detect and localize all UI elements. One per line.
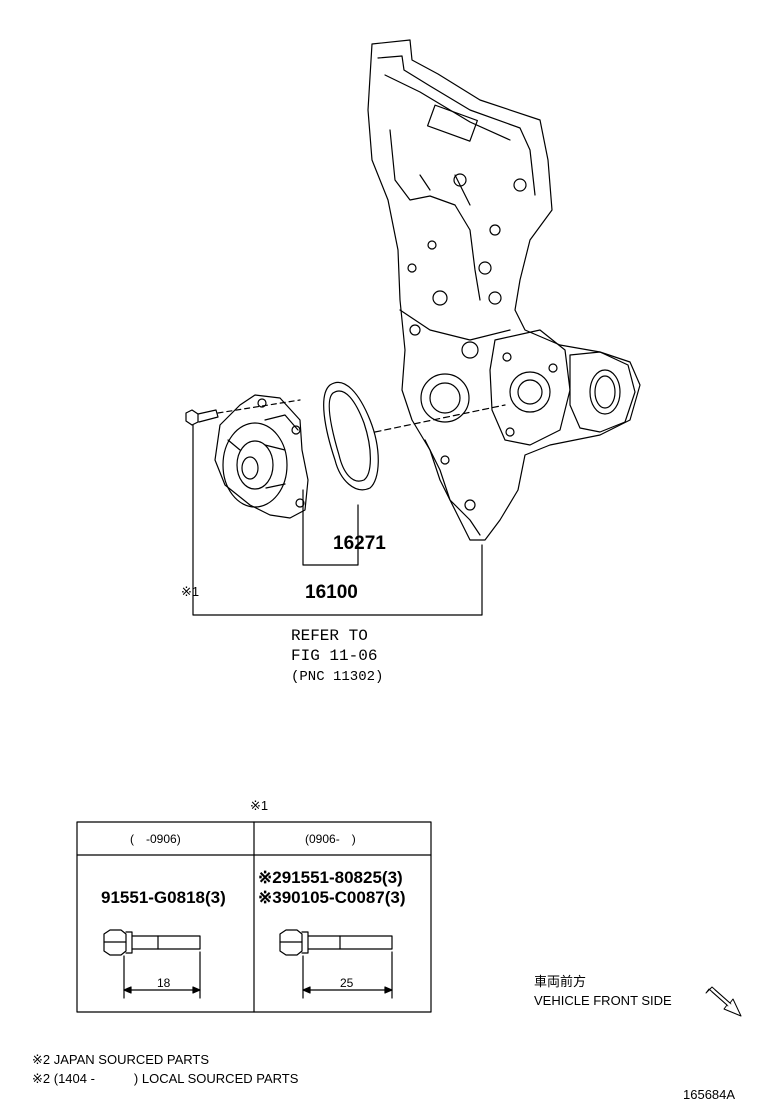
bolt-18mm-illustration — [103, 929, 201, 999]
direction-jp-label: 車両前方 — [534, 974, 586, 989]
refer-line-1: REFER TO — [291, 627, 368, 645]
note-japan-sourced: ※2 JAPAN SOURCED PARTS — [32, 1052, 209, 1067]
note-local-sourced: ※2 (1404 - ) LOCAL SOURCED PARTS — [32, 1071, 299, 1086]
bolt-25mm-illustration — [279, 929, 393, 999]
timing-cover-illustration — [367, 39, 641, 541]
front-direction-arrow — [705, 986, 742, 1017]
pump-part-number: 16100 — [305, 582, 358, 603]
direction-en-label: VEHICLE FRONT SIDE — [534, 993, 672, 1008]
figure-id: 165684A — [683, 1087, 735, 1102]
table-col1-part: 91551-G0818(3) — [101, 888, 226, 907]
table-col1-length: 18 — [157, 976, 171, 990]
table-col2-part-line1: ※291551-80825(3) — [258, 868, 403, 887]
table-marker: ※1 — [250, 798, 268, 813]
table-col1-header: ( -0906) — [130, 832, 181, 846]
table-col2-length: 25 — [340, 976, 354, 990]
bolt-variant-table — [76, 821, 432, 1013]
bolt-illustration — [185, 409, 219, 426]
table-col2-header: (0906- ) — [305, 832, 356, 846]
gasket-illustration — [323, 381, 379, 491]
bolt-note-marker: ※1 — [181, 584, 199, 599]
refer-line-3: (PNC 11302) — [291, 669, 383, 685]
table-col2-part-line2: ※390105-C0087(3) — [258, 888, 406, 907]
gasket-part-number: 16271 — [333, 533, 386, 554]
refer-line-2: FIG 11-06 — [291, 647, 377, 665]
water-pump-illustration — [214, 394, 309, 519]
